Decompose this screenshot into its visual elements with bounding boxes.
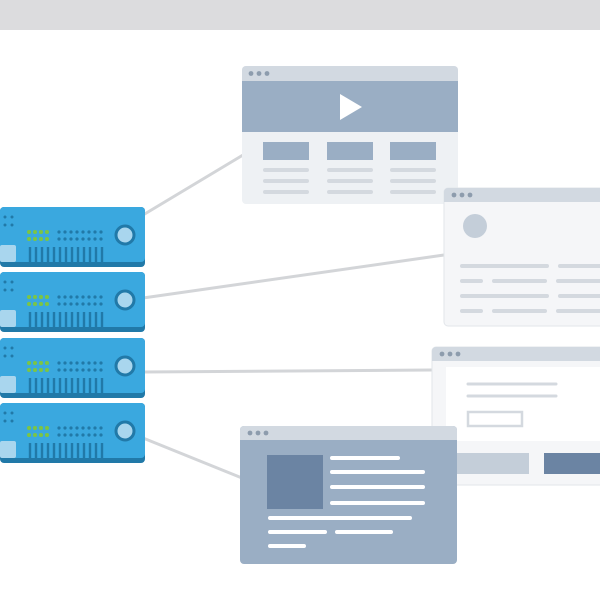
server-unit [0,207,145,267]
text-lines [460,264,600,313]
server-port [0,376,16,393]
browser-window-form [431,346,600,486]
form-button-secondary [446,453,529,474]
text-lines [466,382,558,398]
avatar [463,214,487,238]
connector-4 [142,436,243,480]
window-dots [439,351,461,357]
text-lines [268,456,425,548]
browser-window-profile [443,187,600,327]
window-dots [248,71,270,76]
top-bar [0,0,600,30]
play-icon [340,94,362,120]
server-button [114,224,136,246]
server-port [0,310,16,327]
browser-window-article [240,426,457,564]
form-input [466,410,524,428]
thumbnail-cards [263,142,436,160]
server-button [114,289,136,311]
connector-3 [142,368,433,374]
server-unit [0,272,145,332]
window-dots [451,192,473,198]
server-unit [0,403,145,463]
connector-2 [142,253,445,300]
window-dots [247,430,269,436]
connector-1 [142,153,244,217]
server-unit [0,338,145,398]
form-button-primary [544,453,600,474]
server-rack [0,207,145,463]
server-port [0,441,16,458]
server-button [114,355,136,377]
text-lines [263,168,436,194]
browser-window-video [242,66,458,204]
server-button [114,420,136,442]
article-image [267,455,323,509]
server-port [0,245,16,262]
connectors [142,153,445,480]
